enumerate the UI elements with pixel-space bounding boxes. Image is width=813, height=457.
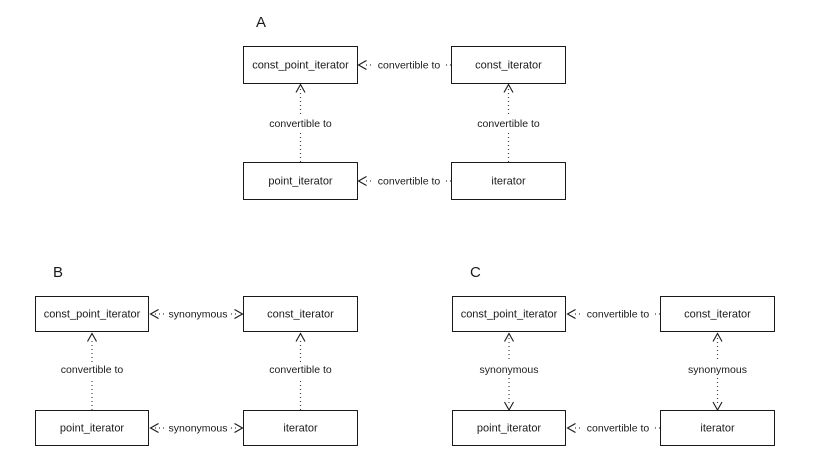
panel-b-edge-left-vertical: convertible to bbox=[54, 332, 130, 410]
panel-c-node-const-point-iterator-label: const_point_iterator bbox=[461, 308, 558, 320]
panel-b-node-iterator-box[interactable] bbox=[243, 410, 358, 446]
panel-a-edge-left-vertical-label: convertible to bbox=[269, 118, 332, 130]
panel-c: C const_point_iterator const_iterator po… bbox=[452, 264, 775, 446]
panel-c-node-const-point-iterator-box[interactable] bbox=[452, 296, 566, 332]
panel-c-node-point-iterator-box[interactable] bbox=[452, 410, 566, 446]
panel-a-node-iterator-label: iterator bbox=[491, 175, 526, 187]
panel-a-edge-top-horizontal: convertible to bbox=[357, 57, 451, 73]
panel-c-edge-right-vertical-label: synonymous bbox=[688, 364, 747, 376]
panel-a-label: A bbox=[256, 14, 266, 31]
panel-b-edge-top-horizontal: synonymous bbox=[149, 306, 244, 322]
panel-c-edge-top-horizontal: convertible to bbox=[566, 306, 660, 322]
panel-a: A const_point_iterator const_iterator po… bbox=[243, 14, 566, 200]
panel-a-edge-bottom-horizontal: convertible to bbox=[357, 173, 451, 189]
panel-b-node-const-point-iterator-label: const_point_iterator bbox=[44, 308, 141, 320]
panel-c-edge-left-vertical-label: synonymous bbox=[480, 364, 539, 376]
panel-a-node-const-point-iterator-box[interactable] bbox=[243, 46, 358, 84]
panel-b-edge-bottom-horizontal-label: synonymous bbox=[169, 422, 228, 434]
panel-a-edge-right-vertical-label: convertible to bbox=[477, 118, 540, 130]
panel-b-edge-bottom-horizontal: synonymous bbox=[149, 420, 244, 436]
panel-c-edge-right-vertical: synonymous bbox=[685, 332, 749, 412]
panel-a-edge-bottom-horizontal-label: convertible to bbox=[378, 175, 441, 187]
panel-a-edge-right-vertical: convertible to bbox=[471, 83, 546, 162]
panel-c-edge-top-horizontal-label: convertible to bbox=[587, 308, 650, 320]
panel-a-node-point-iterator-box[interactable] bbox=[243, 162, 358, 200]
panel-b-node-point-iterator-box[interactable] bbox=[35, 410, 149, 446]
panel-a-node-const-iterator-box[interactable] bbox=[451, 46, 566, 84]
panel-b-node-point-iterator-label: point_iterator bbox=[60, 422, 125, 434]
panel-b-label: B bbox=[53, 264, 63, 281]
panel-c-edge-bottom-horizontal: convertible to bbox=[566, 420, 660, 436]
panel-c-edge-left-vertical: synonymous bbox=[477, 332, 541, 412]
panel-a-node-const-iterator-label: const_iterator bbox=[475, 59, 542, 71]
panel-c-node-iterator-box[interactable] bbox=[660, 410, 775, 446]
panel-a-edge-left-vertical: convertible to bbox=[263, 83, 338, 162]
panel-a-node-point-iterator-label: point_iterator bbox=[268, 175, 333, 187]
panel-c-node-const-iterator-box[interactable] bbox=[660, 296, 775, 332]
panel-b-node-iterator-label: iterator bbox=[283, 422, 318, 434]
panel-b-node-const-point-iterator-box[interactable] bbox=[35, 296, 149, 332]
panel-b-node-const-iterator-label: const_iterator bbox=[267, 308, 334, 320]
panel-b: B const_point_iterator const_iterator po… bbox=[35, 264, 358, 446]
panel-c-node-point-iterator-label: point_iterator bbox=[477, 422, 542, 434]
panel-b-edge-right-vertical: convertible to bbox=[263, 332, 339, 410]
panel-b-edge-left-vertical-label: convertible to bbox=[61, 364, 124, 376]
panel-a-edge-top-horizontal-label: convertible to bbox=[378, 59, 441, 71]
panel-c-node-const-iterator-label: const_iterator bbox=[684, 308, 751, 320]
panel-a-node-const-point-iterator-label: const_point_iterator bbox=[252, 59, 349, 71]
panel-c-node-iterator-label: iterator bbox=[700, 422, 735, 434]
panel-b-edge-top-horizontal-label: synonymous bbox=[169, 308, 228, 320]
panel-c-edge-bottom-horizontal-label: convertible to bbox=[587, 422, 650, 434]
panel-b-edge-right-vertical-label: convertible to bbox=[269, 364, 332, 376]
panel-c-label: C bbox=[470, 264, 481, 281]
panel-a-node-iterator-box[interactable] bbox=[451, 162, 566, 200]
panel-b-node-const-iterator-box[interactable] bbox=[243, 296, 358, 332]
